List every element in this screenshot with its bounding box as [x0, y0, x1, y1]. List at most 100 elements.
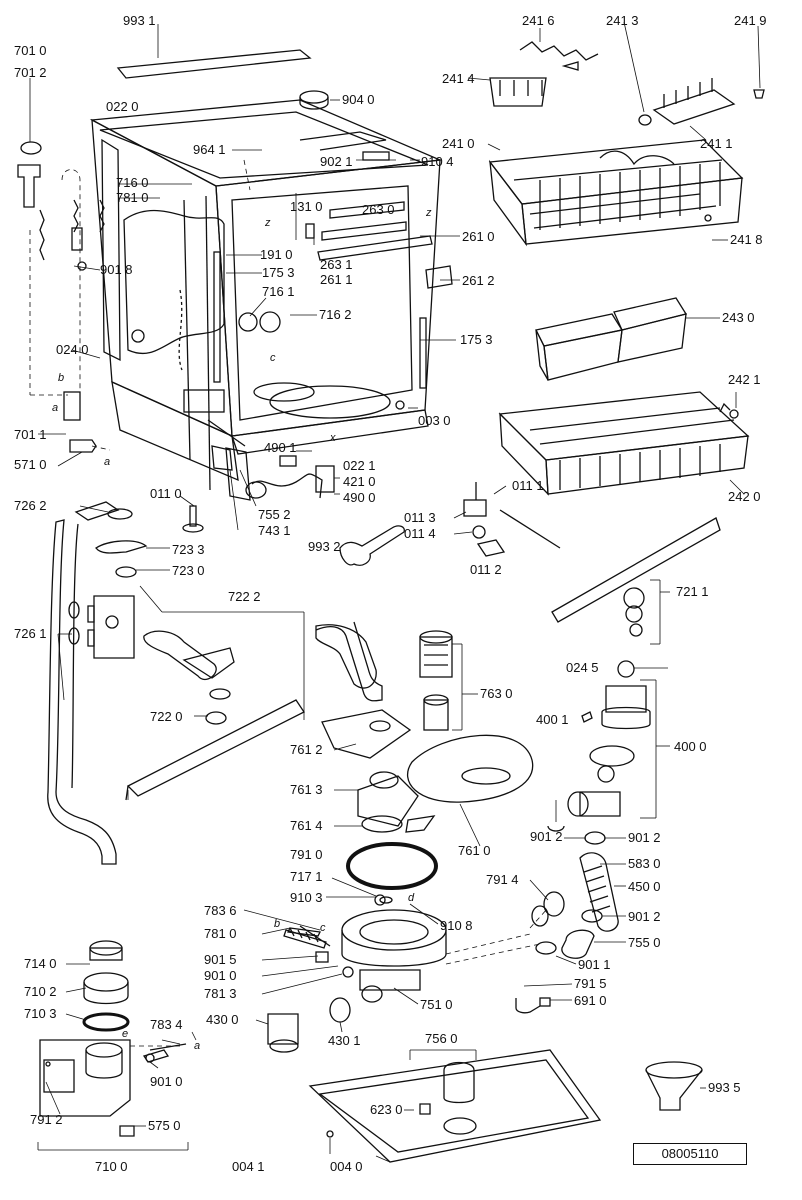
label-490-1: 490 1	[264, 440, 297, 455]
label-910-3: 910 3	[290, 890, 323, 905]
label-901-0-b: 901 0	[150, 1074, 183, 1089]
label-263-1: 263 1	[320, 257, 353, 272]
label-241-9: 241 9	[734, 13, 767, 28]
filter-part	[419, 630, 478, 731]
small-hose-part	[149, 1031, 197, 1051]
label-241-4: 241 4	[442, 71, 475, 86]
label-716-1: 716 1	[262, 284, 295, 299]
label-726-1: 726 1	[14, 626, 47, 641]
label-783-6: 783 6	[204, 903, 237, 918]
label-710-2: 710 2	[24, 984, 57, 999]
label-761-2: 761 2	[290, 742, 323, 757]
gasket-ring-part	[346, 842, 438, 890]
label-024-5: 024 5	[566, 660, 599, 675]
label-022-1: 022 1	[343, 458, 376, 473]
label-901-2-b: 901 2	[628, 830, 661, 845]
drawing-code-box: 08005110	[633, 1143, 747, 1165]
basket-small-parts	[467, 21, 765, 141]
label-904-0: 904 0	[342, 92, 375, 107]
wrench-tool-part	[339, 525, 405, 566]
label-964-1: 964 1	[193, 142, 226, 157]
label-781-0-top: 781 0	[116, 190, 149, 205]
label-261-1: 261 1	[320, 272, 353, 287]
label-175-3-b: 175 3	[460, 332, 493, 347]
funnel-tool-part	[645, 1061, 706, 1111]
base-pan-part	[308, 1049, 602, 1163]
label-430-0: 430 0	[206, 1012, 239, 1027]
wheel-parts	[453, 482, 561, 557]
marker-z-2: z	[426, 207, 432, 219]
sump-part	[243, 877, 549, 1005]
label-901-2-a: 901 2	[530, 829, 563, 844]
lower-spray-arm-part	[47, 501, 305, 865]
label-716-0: 716 0	[116, 175, 149, 190]
label-490-0: 490 0	[343, 490, 376, 505]
tub-cabinet-part	[89, 99, 443, 491]
label-993-1: 993 1	[123, 13, 156, 28]
label-430-1: 430 1	[328, 1033, 361, 1048]
label-701-2: 701 2	[14, 65, 47, 80]
label-902-1: 902 1	[320, 154, 353, 169]
label-242-1: 242 1	[728, 372, 761, 387]
label-400-0: 400 0	[674, 739, 707, 754]
label-011-3: 011 3	[404, 510, 436, 525]
label-756-0: 756 0	[425, 1031, 458, 1046]
label-901-8: 901 8	[100, 262, 133, 277]
label-993-5: 993 5	[708, 1080, 741, 1095]
label-701-0: 701 0	[14, 43, 47, 58]
label-717-1: 717 1	[290, 869, 323, 884]
cap-part	[299, 90, 340, 110]
label-901-1: 901 1	[578, 957, 611, 972]
label-755-2: 755 2	[258, 507, 291, 522]
microfilter-part	[406, 734, 534, 847]
label-241-0: 241 0	[442, 136, 475, 151]
label-721-1: 721 1	[676, 584, 709, 599]
label-011-1: 011 1	[512, 478, 544, 493]
label-761-4: 761 4	[290, 818, 323, 833]
label-781-0: 781 0	[204, 926, 237, 941]
sensor-wire-part	[515, 983, 573, 1014]
lower-basket-part	[498, 391, 750, 496]
rail-parts	[305, 201, 453, 289]
label-710-0: 710 0	[95, 1159, 128, 1174]
label-175-3-a: 175 3	[262, 265, 295, 280]
hose-clip-parts	[211, 445, 257, 531]
upper-basket-part	[487, 139, 744, 247]
marker-c: c	[270, 352, 276, 364]
label-743-1: 743 1	[258, 523, 291, 538]
label-241-8: 241 8	[730, 232, 763, 247]
label-723-3: 723 3	[172, 542, 205, 557]
marker-a-3: a	[194, 1040, 201, 1052]
label-722-2: 722 2	[228, 589, 261, 604]
label-400-1: 400 1	[536, 712, 569, 727]
side-rails	[213, 251, 427, 389]
label-701-1: 701 1	[14, 427, 47, 442]
foot-screw-part	[179, 495, 204, 533]
label-791-0: 791 0	[290, 847, 323, 862]
label-241-6: 241 6	[522, 13, 555, 28]
label-901-5: 901 5	[204, 952, 237, 967]
cutlery-basket-part	[535, 297, 720, 381]
marker-a-2: a	[104, 456, 111, 468]
label-783-4: 783 4	[150, 1017, 183, 1032]
marker-a-1: a	[52, 402, 59, 414]
label-421-0: 421 0	[343, 474, 376, 489]
label-910-4: 910 4	[421, 154, 454, 169]
label-571-0: 571 0	[14, 457, 47, 472]
label-710-3: 710 3	[24, 1006, 57, 1021]
marker-d: d	[408, 892, 415, 904]
label-791-5: 791 5	[574, 976, 607, 991]
label-003-0: 003 0	[418, 413, 451, 428]
label-901-2-c: 901 2	[628, 909, 661, 924]
label-450-0: 450 0	[628, 879, 661, 894]
label-993-2: 993 2	[308, 539, 341, 554]
label-242-0: 242 0	[728, 489, 761, 504]
upper-spray-arm-part	[551, 517, 721, 645]
label-791-4: 791 4	[486, 872, 519, 887]
label-623-0: 623 0	[370, 1102, 403, 1117]
label-575-0: 575 0	[148, 1118, 181, 1133]
label-022-0: 022 0	[106, 99, 139, 114]
label-241-1: 241 1	[700, 136, 733, 151]
label-243-0: 243 0	[722, 310, 755, 325]
